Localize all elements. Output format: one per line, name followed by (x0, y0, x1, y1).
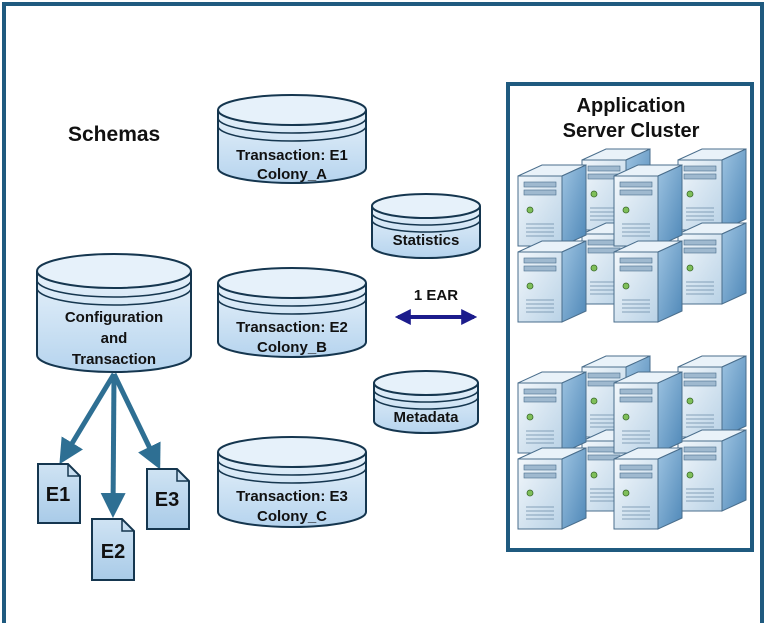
document-e1-label: E1 (46, 484, 70, 506)
server-icon (613, 164, 683, 247)
document-e1: E1 (37, 463, 81, 524)
document-arrows (59, 372, 161, 518)
server-icon (517, 371, 587, 454)
metadata-label: Metadata (393, 409, 459, 426)
server-icon (517, 164, 587, 247)
colony-b-label: Colony_B (257, 339, 327, 356)
document-e2-label: E2 (101, 541, 125, 563)
statistics-label: Statistics (393, 232, 460, 249)
transaction-e3-label: Transaction: E3 (236, 488, 348, 505)
transaction-db-e1: Transaction: E1 Colony_A (217, 94, 367, 184)
schemas-title: Schemas (68, 123, 160, 146)
server-icon (677, 355, 747, 438)
configuration-database: Configuration and Transaction (36, 253, 192, 373)
server-icon (613, 447, 683, 530)
document-e3-label: E3 (155, 489, 179, 511)
transaction-db-e3: Transaction: E3 Colony_C (217, 436, 367, 528)
arrow-to-e1 (59, 372, 117, 465)
metadata-database: Metadata (373, 370, 479, 434)
transaction-db-e2: Transaction: E2 Colony_B (217, 267, 367, 358)
configuration-db-label-line3: Transaction (72, 351, 156, 368)
colony-a-label: Colony_A (257, 166, 327, 183)
transaction-e2-label: Transaction: E2 (236, 319, 348, 336)
cluster-title-line1: Application (577, 95, 686, 117)
server-icon (677, 148, 747, 231)
arrow-to-e2 (100, 373, 126, 518)
colony-c-label: Colony_C (257, 508, 327, 525)
server-icon (517, 240, 587, 323)
transaction-e1-label: Transaction: E1 (236, 147, 348, 164)
server-icon (677, 222, 747, 305)
server-icon (613, 240, 683, 323)
document-e3: E3 (146, 468, 190, 530)
statistics-database: Statistics (371, 193, 481, 259)
server-icon (677, 429, 747, 512)
server-icon (613, 371, 683, 454)
configuration-db-label-line1: Configuration (65, 309, 163, 326)
arrow-to-e3 (111, 372, 161, 470)
server-group (517, 148, 747, 530)
cluster-title-line2: Server Cluster (563, 120, 700, 142)
configuration-db-label-line2: and (101, 330, 128, 347)
server-icon (517, 447, 587, 530)
document-e2: E2 (91, 518, 135, 581)
ear-label: 1 EAR (414, 287, 458, 304)
